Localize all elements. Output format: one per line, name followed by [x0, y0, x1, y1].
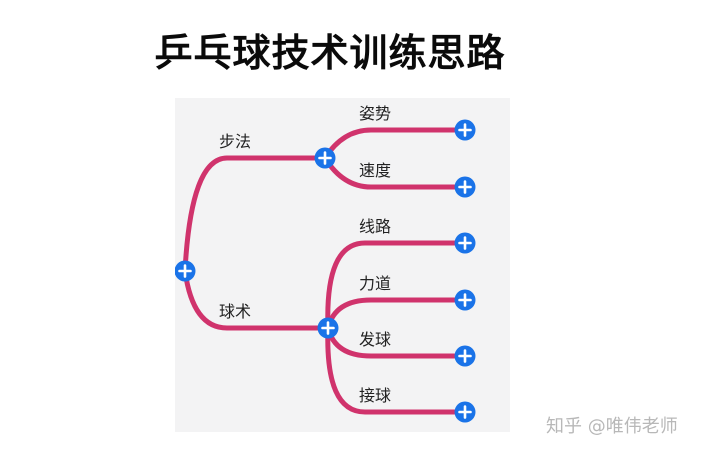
plus-circle-icon — [458, 293, 472, 307]
branch-label-ball-technique: 球术 — [219, 302, 252, 321]
plus-circle-icon — [458, 180, 472, 194]
expand-button-leaf-0-0[interactable] — [454, 119, 476, 141]
expand-button-leaf-0-1[interactable] — [454, 176, 476, 198]
expand-button-leaf-1-1[interactable] — [454, 289, 476, 311]
plus-circle-icon — [178, 264, 192, 278]
mind-map-canvas — [175, 119, 476, 423]
connector-branch-1-child-1 — [325, 297, 468, 331]
connector-root-to-branch-1 — [182, 268, 331, 331]
leaf-label-receive: 接球 — [359, 386, 392, 405]
connector-branch-1-child-3 — [325, 325, 468, 415]
connector-branch-1-child-2 — [325, 325, 468, 359]
connector-branch-0-child-0 — [322, 127, 468, 161]
expand-button-leaf-1-3[interactable] — [454, 401, 476, 423]
page-title: 乒乓球技术训练思路 — [154, 31, 506, 75]
leaf-label-route: 线路 — [359, 217, 392, 236]
plus-circle-icon — [458, 349, 472, 363]
expand-button-leaf-1-2[interactable] — [454, 345, 476, 367]
connector-branch-1-child-0 — [325, 240, 468, 331]
connector-branch-0-child-1 — [322, 155, 468, 190]
connector-root-to-branch-0 — [182, 155, 328, 274]
expand-button-root[interactable] — [175, 260, 196, 282]
connector-lines — [182, 127, 468, 415]
expand-button-branch-1[interactable] — [317, 317, 339, 339]
plus-circle-icon — [318, 151, 332, 165]
plus-circle-icon — [458, 123, 472, 137]
leaf-label-posture: 姿势 — [359, 104, 392, 123]
expand-button-leaf-1-0[interactable] — [454, 232, 476, 254]
leaf-label-power: 力道 — [359, 274, 392, 293]
plus-circle-icon — [321, 321, 335, 335]
watermark-text: 知乎 @唯伟老师 — [546, 416, 678, 437]
plus-circle-icon — [458, 236, 472, 250]
expand-button-branch-0[interactable] — [314, 147, 336, 169]
mind-map-panel: 步法 球术 姿势 速度 线路 力道 发球 接球 — [175, 98, 510, 432]
branch-label-footwork: 步法 — [219, 132, 252, 151]
leaf-label-speed: 速度 — [359, 161, 392, 180]
leaf-label-serve: 发球 — [359, 330, 392, 349]
plus-circle-icon — [458, 405, 472, 419]
